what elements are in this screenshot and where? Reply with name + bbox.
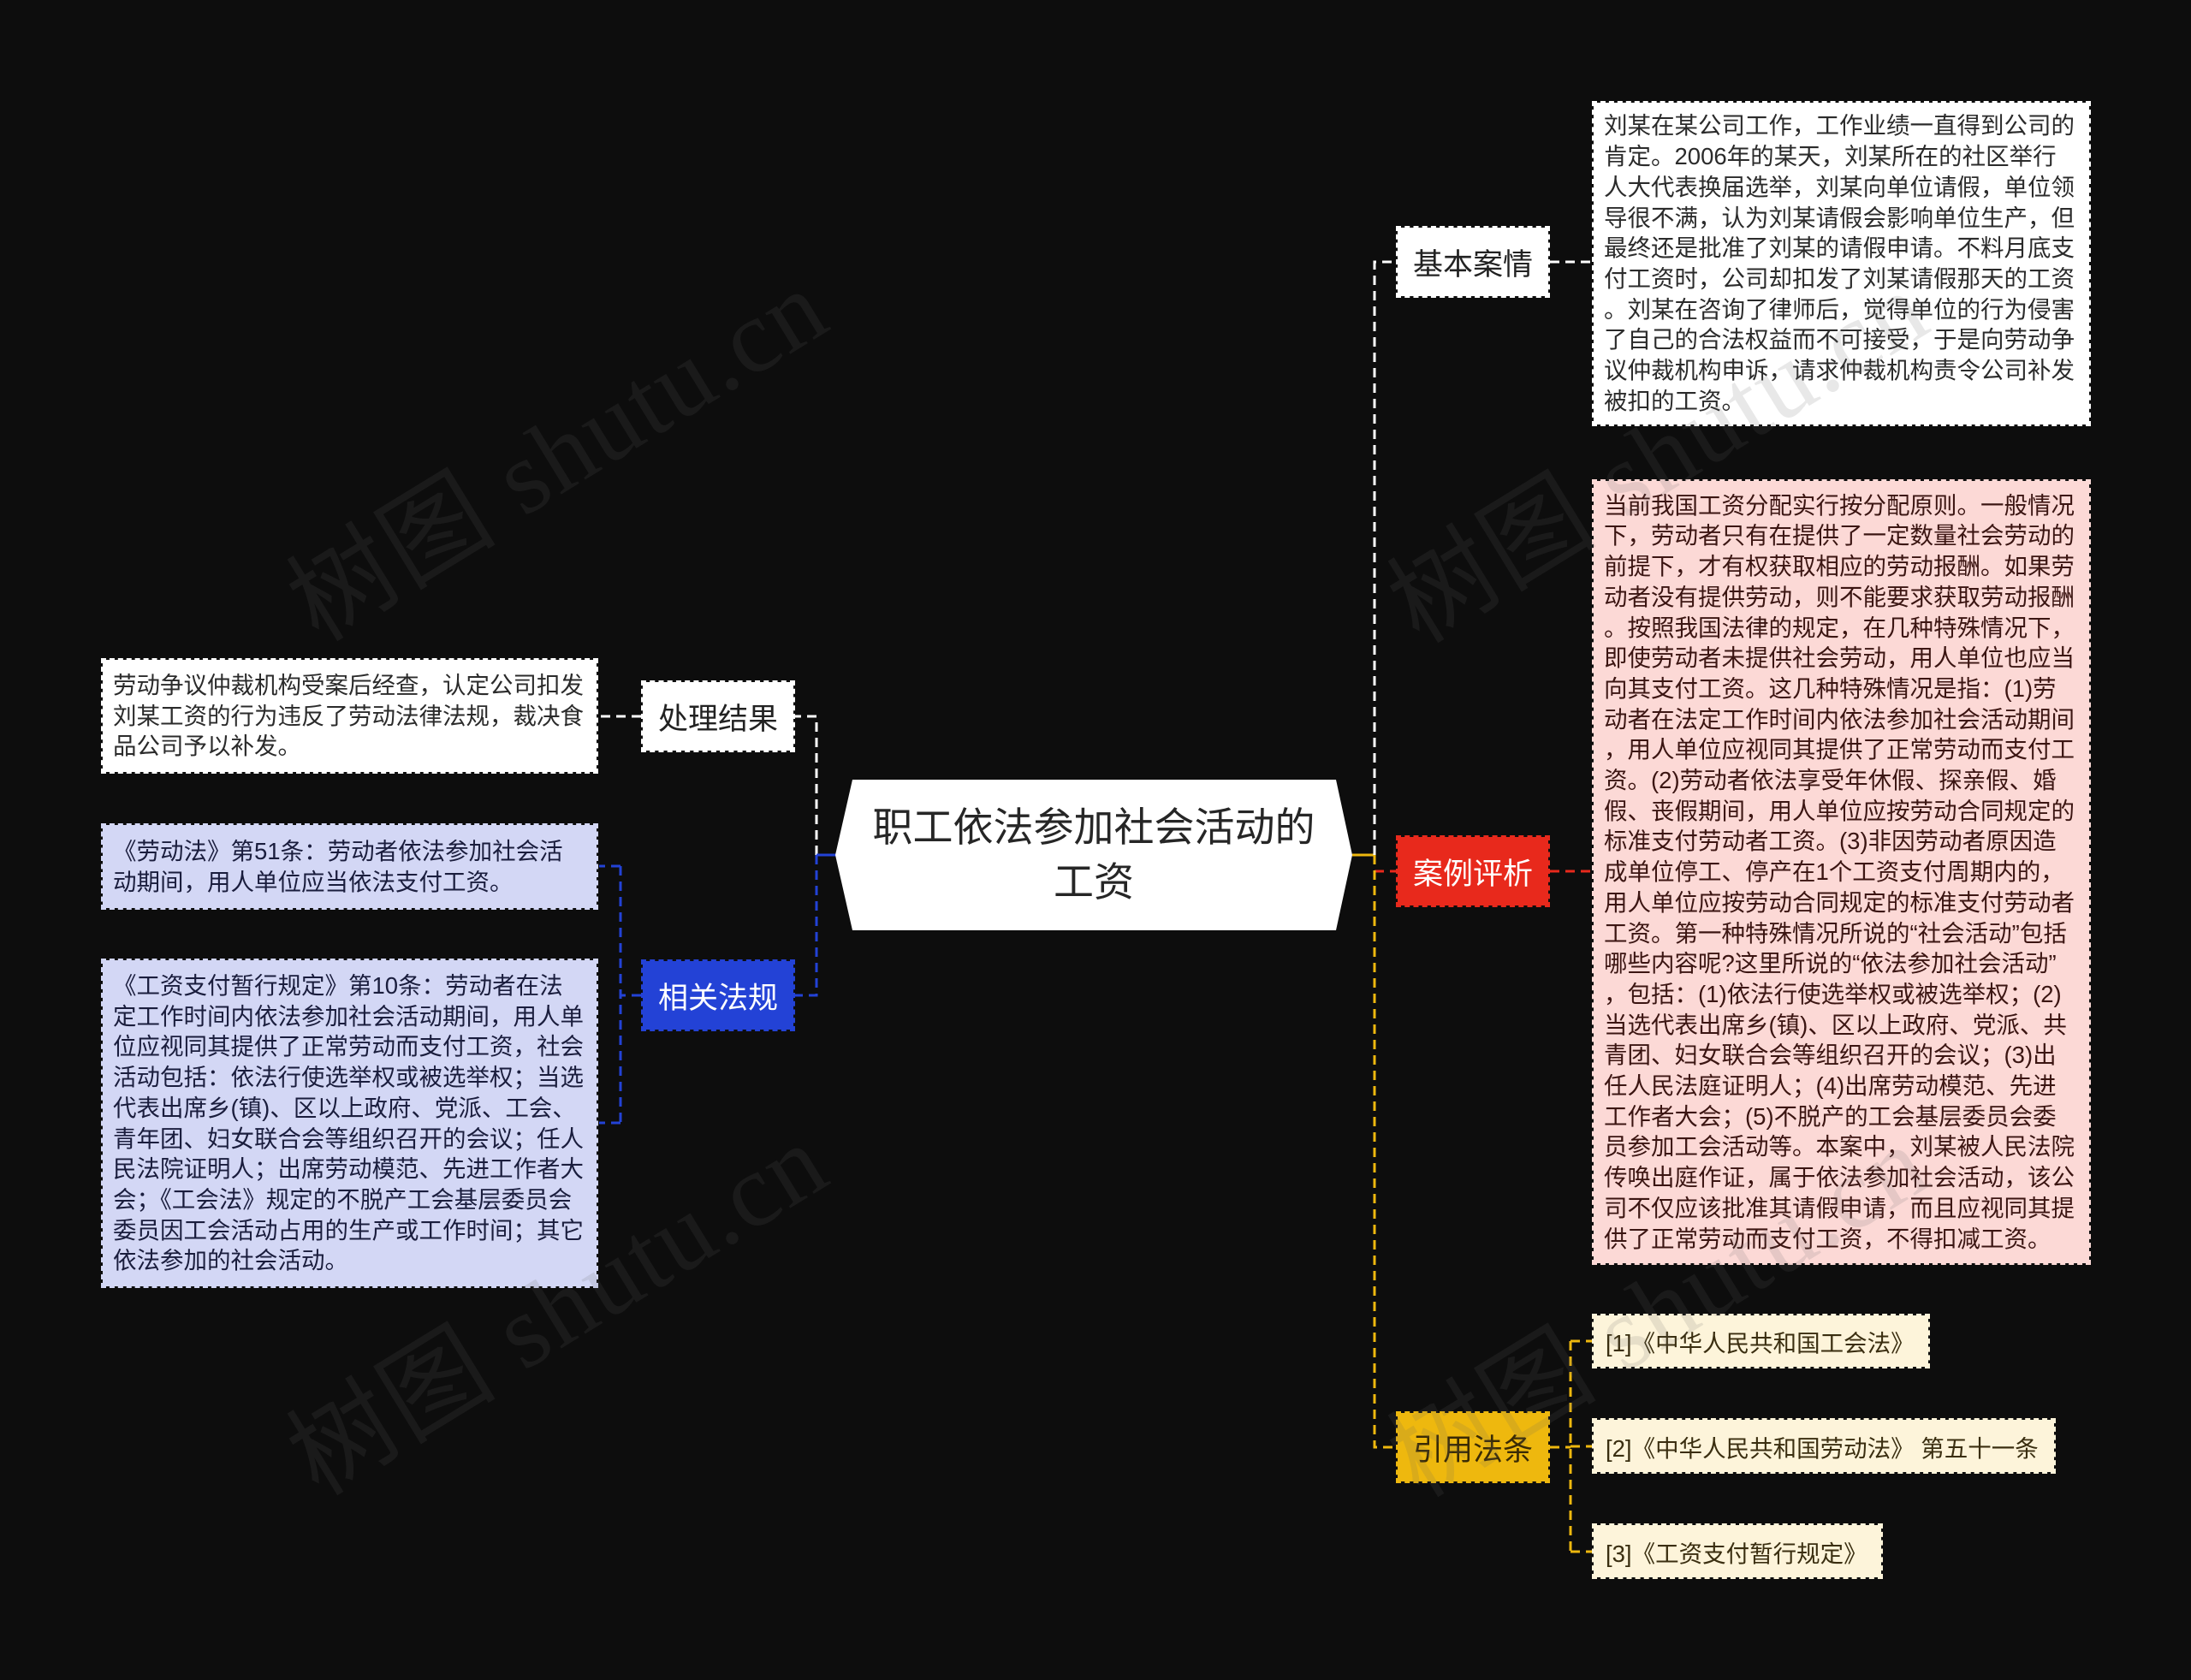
detail-node-labor-law-article-51[interactable]: 《劳动法》第51条：劳动者依法参加社会活动期间，用人单位应当依法支付工资。: [101, 823, 598, 910]
branch-label: 基本案情: [1412, 247, 1533, 282]
citation-item-2[interactable]: [2]《中华人民共和国劳动法》 第五十一条: [1592, 1418, 2056, 1474]
branch-label: 引用法条: [1412, 1433, 1533, 1467]
branch-label: 案例评析: [1412, 857, 1533, 891]
detail-node-wage-payment-rules-article-10[interactable]: 《工资支付暂行规定》第10条：劳动者在法定工作时间内依法参加社会活动期间，用人单…: [101, 959, 598, 1288]
branch-label: 处理结果: [657, 702, 778, 736]
citation-text: [1]《中华人民共和国工会法》: [1606, 1330, 1915, 1356]
branch-node-case-analysis[interactable]: 案例评析: [1396, 835, 1550, 907]
connector-root-to-related-laws: [795, 855, 818, 997]
citation-text: [3]《工资支付暂行规定》: [1606, 1540, 1867, 1567]
connector-root-to-processing-result: [795, 715, 818, 855]
citation-text: [2]《中华人民共和国劳动法》 第五十一条: [1606, 1434, 2039, 1462]
root-topic-node[interactable]: 职工依法参加社会活动的工资: [835, 780, 1352, 930]
detail-text: 当前我国工资分配实行按分配原则。一般情况下，劳动者只有在提供了一定数量社会劳动的…: [1604, 491, 2075, 1252]
detail-node-basic-facts[interactable]: 刘某在某公司工作，工作业绩一直得到公司的肯定。2006年的某天，刘某所在的社区举…: [1592, 101, 2091, 426]
detail-text: 劳动争议仲裁机构受案后经查，认定公司扣发刘某工资的行为违反了劳动法律法规，裁决食…: [113, 671, 584, 760]
detail-text: 《劳动法》第51条：劳动者依法参加社会活动期间，用人单位应当依法支付工资。: [113, 837, 563, 895]
branch-node-basic-facts[interactable]: 基本案情: [1396, 226, 1550, 298]
detail-node-case-analysis[interactable]: 当前我国工资分配实行按分配原则。一般情况下，劳动者只有在提供了一定数量社会劳动的…: [1592, 479, 2091, 1265]
branch-label: 相关法规: [657, 981, 778, 1015]
detail-text: 《工资支付暂行规定》第10条：劳动者在法定工作时间内依法参加社会活动期间，用人单…: [113, 971, 584, 1274]
connector-root-to-cited-laws: [1373, 855, 1396, 1449]
detail-text: 刘某在某公司工作，工作业绩一直得到公司的肯定。2006年的某天，刘某所在的社区举…: [1604, 112, 2075, 414]
detail-node-processing-result[interactable]: 劳动争议仲裁机构受案后经查，认定公司扣发刘某工资的行为违反了劳动法律法规，裁决食…: [101, 658, 598, 774]
connector-related-laws-to-details: [599, 864, 641, 1125]
citation-item-1[interactable]: [1]《中华人民共和国工会法》: [1592, 1314, 1930, 1368]
root-topic-title: 职工依法参加社会活动的工资: [872, 804, 1315, 905]
branch-node-processing-result[interactable]: 处理结果: [641, 680, 795, 752]
connector-root-to-basic-facts: [1373, 260, 1396, 855]
branch-node-related-laws[interactable]: 相关法规: [641, 959, 795, 1031]
citation-item-3[interactable]: [3]《工资支付暂行规定》: [1592, 1523, 1883, 1579]
branch-node-cited-laws[interactable]: 引用法条: [1396, 1411, 1550, 1483]
connector-cited-laws-to-details: [1550, 1339, 1592, 1553]
